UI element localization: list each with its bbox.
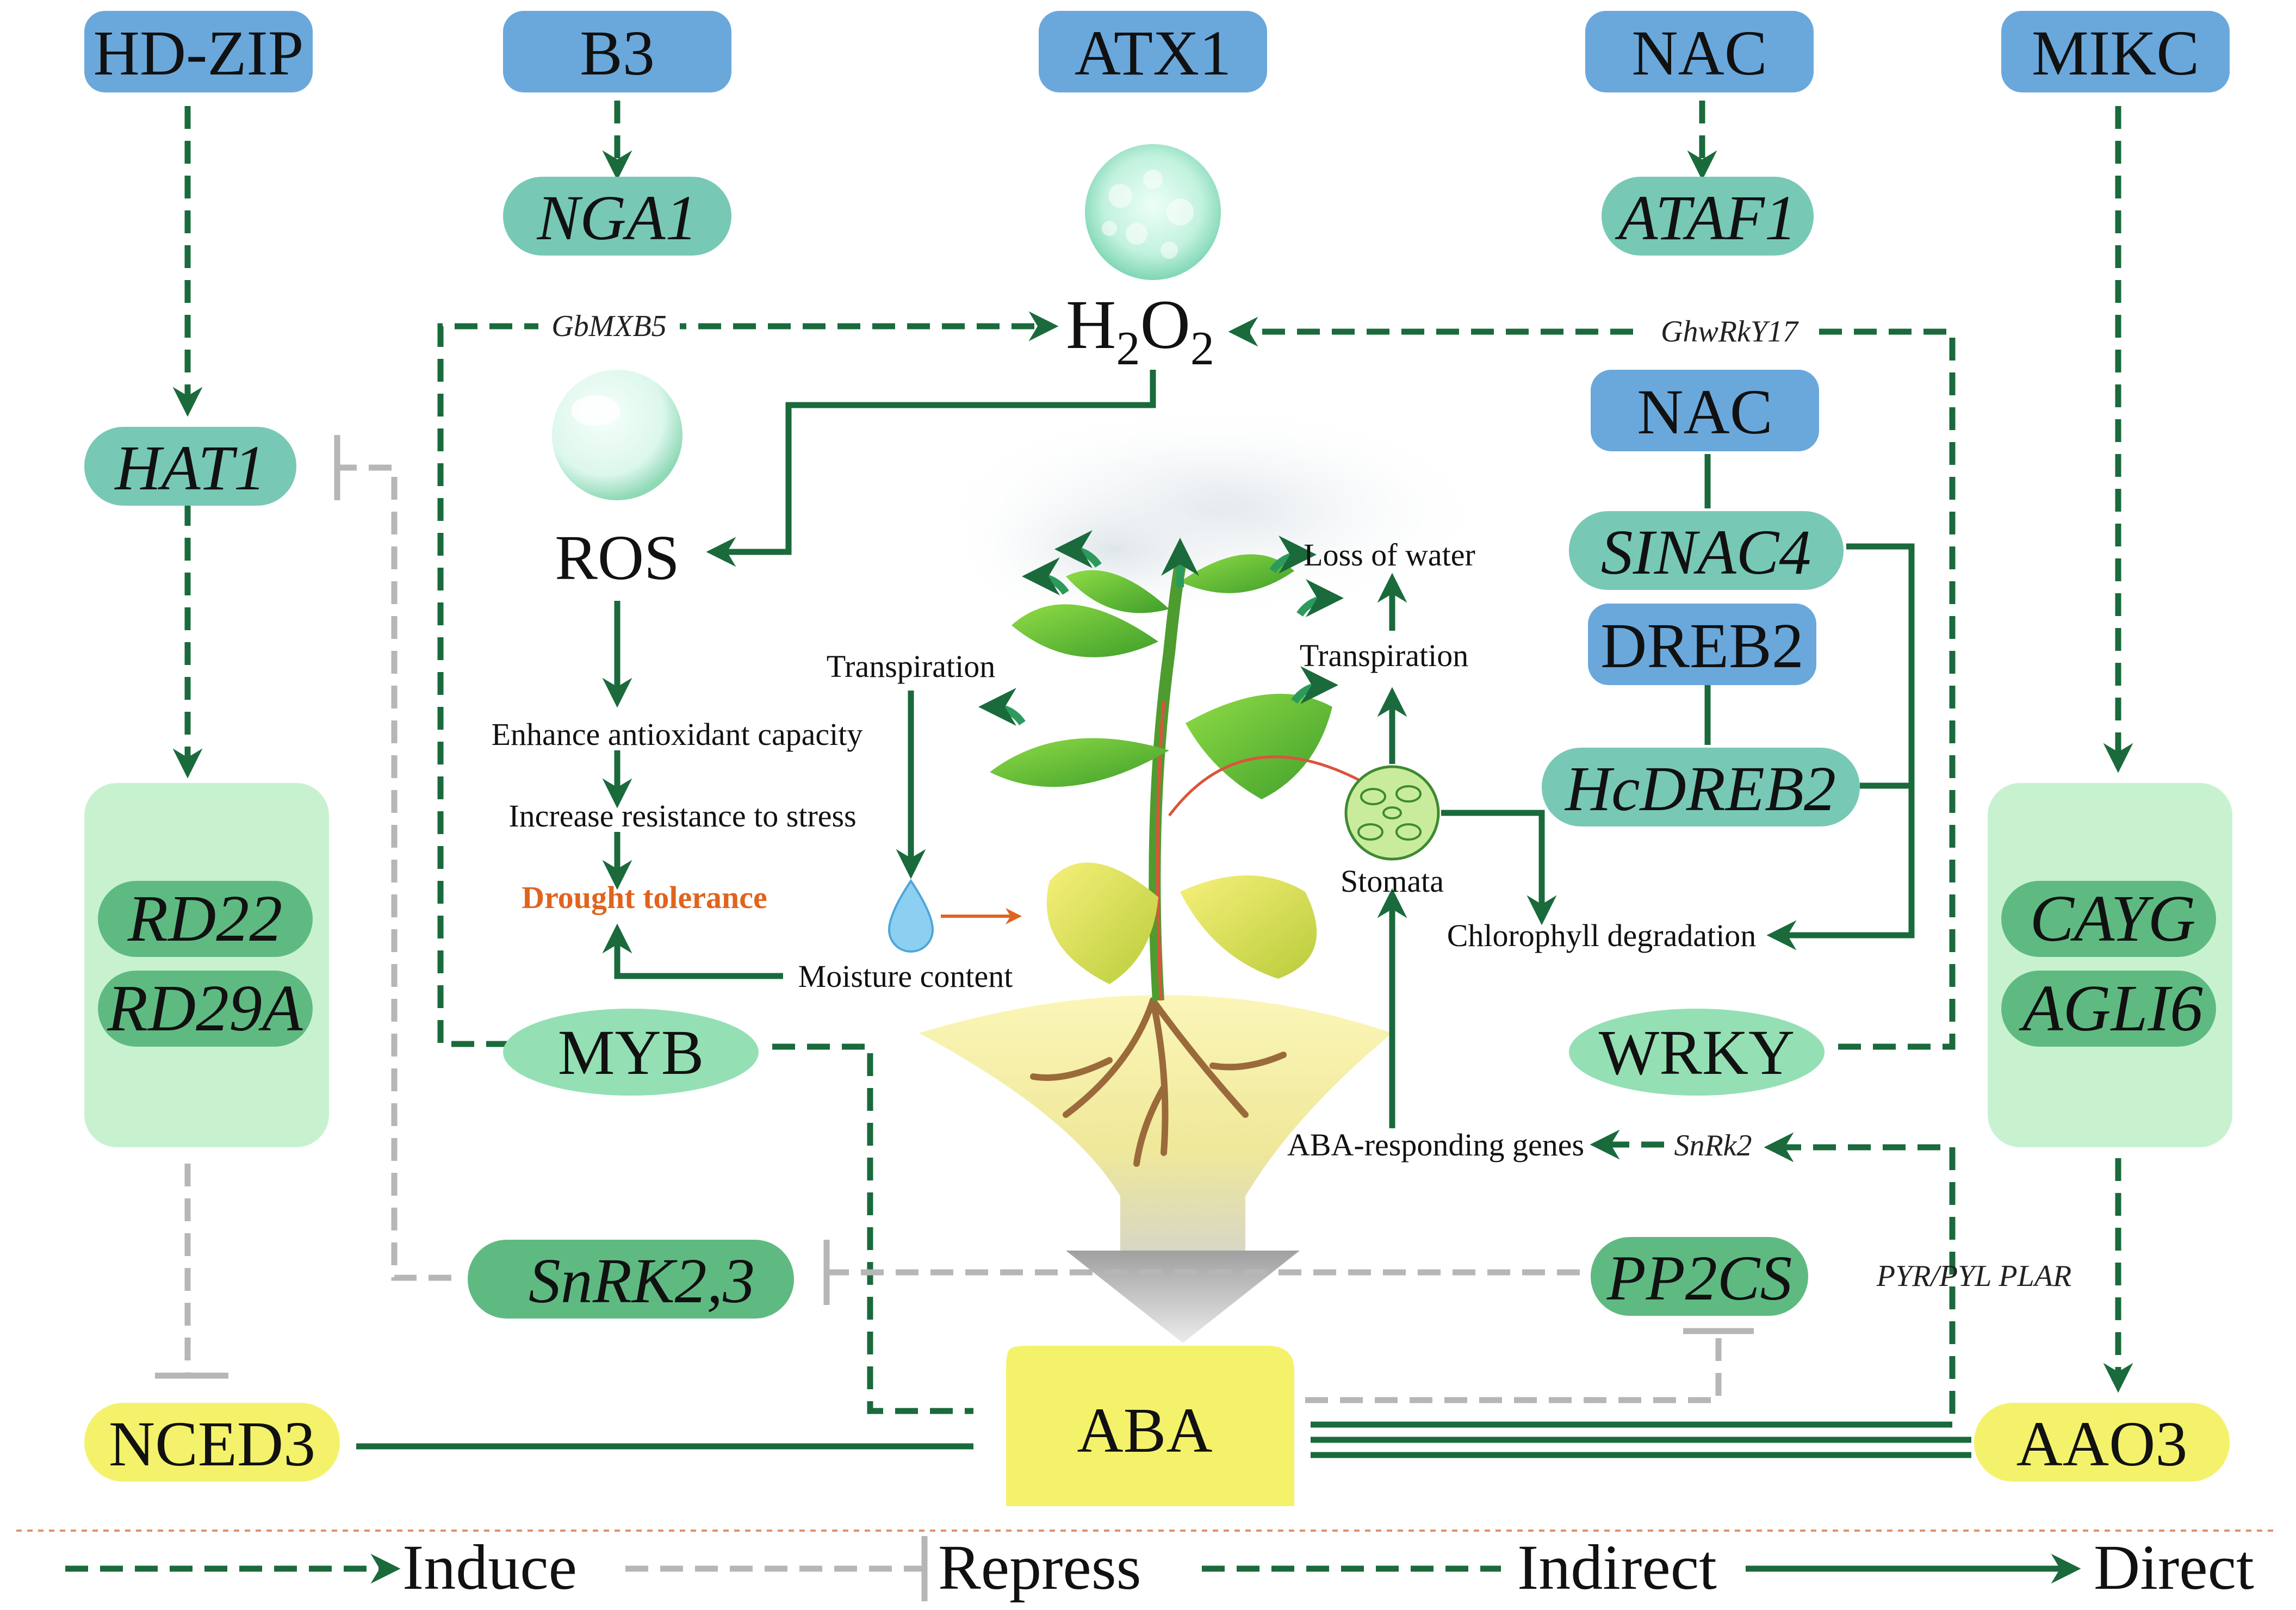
tf-nac-mid-label: NAC — [1637, 376, 1772, 447]
gene-pp2cs-label: PP2CS — [1606, 1242, 1792, 1314]
label-aba-responding-genes: ABA-responding genes — [1287, 1127, 1584, 1163]
gene-cayg-label: CAYG — [2030, 882, 2195, 955]
gene-sinac4-label: SINAC4 — [1601, 517, 1811, 588]
edges — [155, 101, 2133, 1458]
tf-nac-top: NAC — [1585, 11, 1814, 92]
node-h2o2: H2O2 — [1066, 286, 1214, 375]
gene-nga1-label: NGA1 — [537, 182, 698, 253]
node-nced3: NCED3 — [84, 1403, 340, 1482]
gene-snrk23-label: SnRK2,3 — [529, 1245, 755, 1316]
gene-agli6: AGLI6 — [2001, 971, 2216, 1047]
label-moisture-content: Moisture content — [798, 959, 1013, 994]
node-aba-label: ABA — [1077, 1395, 1212, 1466]
plant-illustration — [888, 402, 1495, 1343]
tf-atx1-label: ATX1 — [1075, 17, 1231, 89]
water-drop-icon — [888, 879, 934, 953]
gene-nga1: NGA1 — [503, 177, 731, 256]
gene-rd29a: RD29A — [98, 971, 313, 1047]
ros-bubble-icon — [552, 370, 682, 500]
node-nced3-label: NCED3 — [109, 1408, 315, 1480]
node-aao3: AAO3 — [1974, 1403, 2230, 1482]
legend-induce: Induce — [402, 1532, 577, 1603]
h2o2-sub2: 2 — [1190, 322, 1214, 375]
tf-nac-mid: NAC — [1591, 370, 1819, 451]
tf-atx1: ATX1 — [1039, 11, 1267, 92]
tf-dreb2: DREB2 — [1588, 604, 1816, 685]
gene-ataf1-label: ATAF1 — [1615, 182, 1797, 253]
gene-hat1-label: HAT1 — [114, 432, 266, 503]
label-transpiration-right: Transpiration — [1300, 638, 1468, 673]
tf-mikc-label: MIKC — [2032, 17, 2199, 89]
label-enhance-antioxidant: Enhance antioxidant capacity — [492, 717, 863, 752]
gene-hat1: HAT1 — [84, 427, 296, 506]
node-myb-label: MYB — [558, 1017, 704, 1088]
gene-rd22-label: RD22 — [127, 882, 283, 955]
gene-sinac4: SINAC4 — [1569, 511, 1844, 590]
node-wrky-label: WRKY — [1599, 1017, 1795, 1088]
tf-hdzip-label: HD-ZIP — [94, 17, 304, 89]
gene-ataf1: ATAF1 — [1602, 177, 1814, 256]
gene-snrk23: SnRK2,3 — [468, 1240, 794, 1319]
tf-b3: B3 — [503, 11, 731, 92]
tf-nac-top-label: NAC — [1631, 17, 1767, 89]
tf-hdzip: HD-ZIP — [84, 11, 313, 92]
h2o2-base: H — [1066, 286, 1116, 363]
node-myb: MYB — [503, 1009, 759, 1096]
gene-pp2cs: PP2CS — [1591, 1237, 1808, 1316]
label-transpiration-left: Transpiration — [827, 649, 995, 684]
legend-indirect: Indirect — [1517, 1532, 1717, 1603]
label-loss-of-water: Loss of water — [1304, 537, 1475, 573]
tf-mikc: MIKC — [2001, 11, 2230, 92]
gene-box-right: CAYG AGLI6 — [1988, 783, 2232, 1147]
gene-agli6-label: AGLI6 — [2019, 972, 2203, 1045]
legend-direct: Direct — [2094, 1532, 2254, 1603]
tf-dreb2-label: DREB2 — [1600, 610, 1804, 681]
h2o2-sub1: 2 — [1116, 322, 1140, 375]
edge-label-gbmxb5: GbMXB5 — [551, 309, 667, 343]
gene-box-left: RD22 RD29A — [84, 783, 329, 1147]
edge-label-pyr: PYR/PYL PLAR — [1876, 1259, 2071, 1293]
legend: Induce Repress Indirect Direct — [16, 1530, 2279, 1603]
gene-cayg: CAYG — [2001, 881, 2216, 957]
stomata-icon — [1344, 765, 1440, 861]
label-chlorophyll-degradation: Chlorophyll degradation — [1447, 918, 1757, 953]
h2o2-mid: O — [1140, 286, 1190, 363]
gene-hcdreb2-label: HcDREB2 — [1564, 753, 1836, 824]
legend-repress: Repress — [938, 1532, 1141, 1603]
gene-hcdreb2: HcDREB2 — [1542, 748, 1860, 826]
node-aba: ABA — [1006, 1346, 1294, 1506]
tf-b3-label: B3 — [580, 17, 655, 89]
edge-label-ghwrky17: GhwRkY17 — [1661, 315, 1799, 349]
node-aao3-label: AAO3 — [2016, 1408, 2188, 1480]
label-drought-tolerance: Drought tolerance — [522, 880, 767, 915]
node-ros: ROS — [555, 522, 680, 593]
edge-label-snrk2: SnRk2 — [1674, 1129, 1752, 1163]
label-stomata: Stomata — [1341, 863, 1444, 899]
node-wrky: WRKY — [1569, 1009, 1825, 1096]
label-increase-resistance: Increase resistance to stress — [508, 798, 856, 834]
h2o2-bubble-icon — [1085, 144, 1221, 280]
gene-rd29a-label: RD29A — [107, 972, 303, 1045]
gene-rd22: RD22 — [98, 881, 313, 957]
